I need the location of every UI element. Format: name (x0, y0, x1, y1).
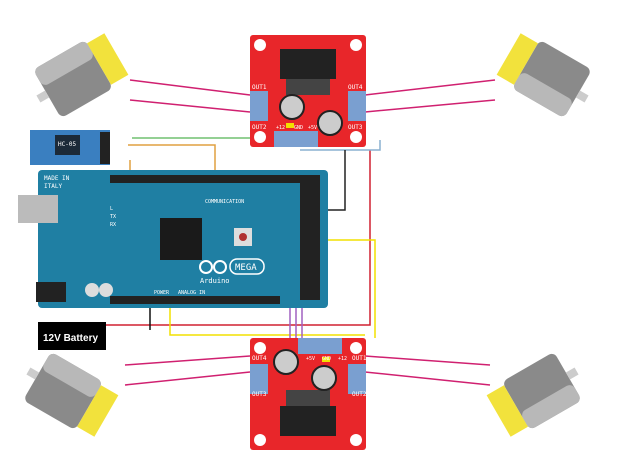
bluetooth-module: HC-05 (30, 130, 110, 165)
motor-driver-top: OUT1 OUT2 OUT4 OUT3 +12 GND +5V (249, 34, 367, 148)
motor-top-left (24, 29, 131, 124)
label-12v: +12 (276, 125, 285, 131)
analog-in-label: ANALOG IN (178, 290, 205, 296)
arduino-logo: MEGA Arduino (199, 258, 265, 285)
communication-label: COMMUNICATION (205, 199, 244, 205)
made-in-label: MADE IN (44, 175, 70, 182)
label-12v: +12 (338, 356, 347, 362)
motor-bottom-right (484, 346, 591, 441)
motor-top-right (494, 29, 601, 124)
label-gnd: GND (322, 356, 331, 362)
label-out4: OUT4 (252, 355, 267, 362)
label-out1: OUT1 (252, 84, 267, 91)
battery-label: 12V Battery (43, 333, 98, 344)
label-out4: OUT4 (348, 84, 363, 91)
label-out1: OUT1 (352, 355, 367, 362)
motor-driver-bottom-labels: OUT1 OUT2 OUT4 OUT3 +5V GND +12 (252, 355, 367, 398)
motor-driver-bottom (249, 337, 367, 451)
label-out2: OUT2 (252, 124, 267, 131)
mega-logo-text: MEGA (235, 263, 257, 273)
label-out2: OUT2 (352, 391, 367, 398)
l-led-label: L (110, 206, 113, 212)
label-gnd: GND (294, 125, 303, 131)
arduino-mega: MADE IN ITALY COMMUNICATION L TX RX MEGA… (18, 170, 328, 308)
label-5v: +5V (308, 125, 317, 131)
label-out3: OUT3 (348, 124, 363, 131)
rx-label: RX (110, 222, 116, 228)
bluetooth-label: HC-05 (58, 141, 76, 148)
label-out3: OUT3 (252, 391, 267, 398)
motor-bottom-left (14, 346, 121, 441)
label-5v: +5V (306, 356, 315, 362)
italy-label: ITALY (44, 183, 62, 190)
arduino-brand-text: Arduino (200, 277, 230, 285)
battery: 12V Battery (38, 322, 106, 350)
tx-label: TX (110, 214, 116, 220)
power-label: POWER (154, 290, 170, 296)
